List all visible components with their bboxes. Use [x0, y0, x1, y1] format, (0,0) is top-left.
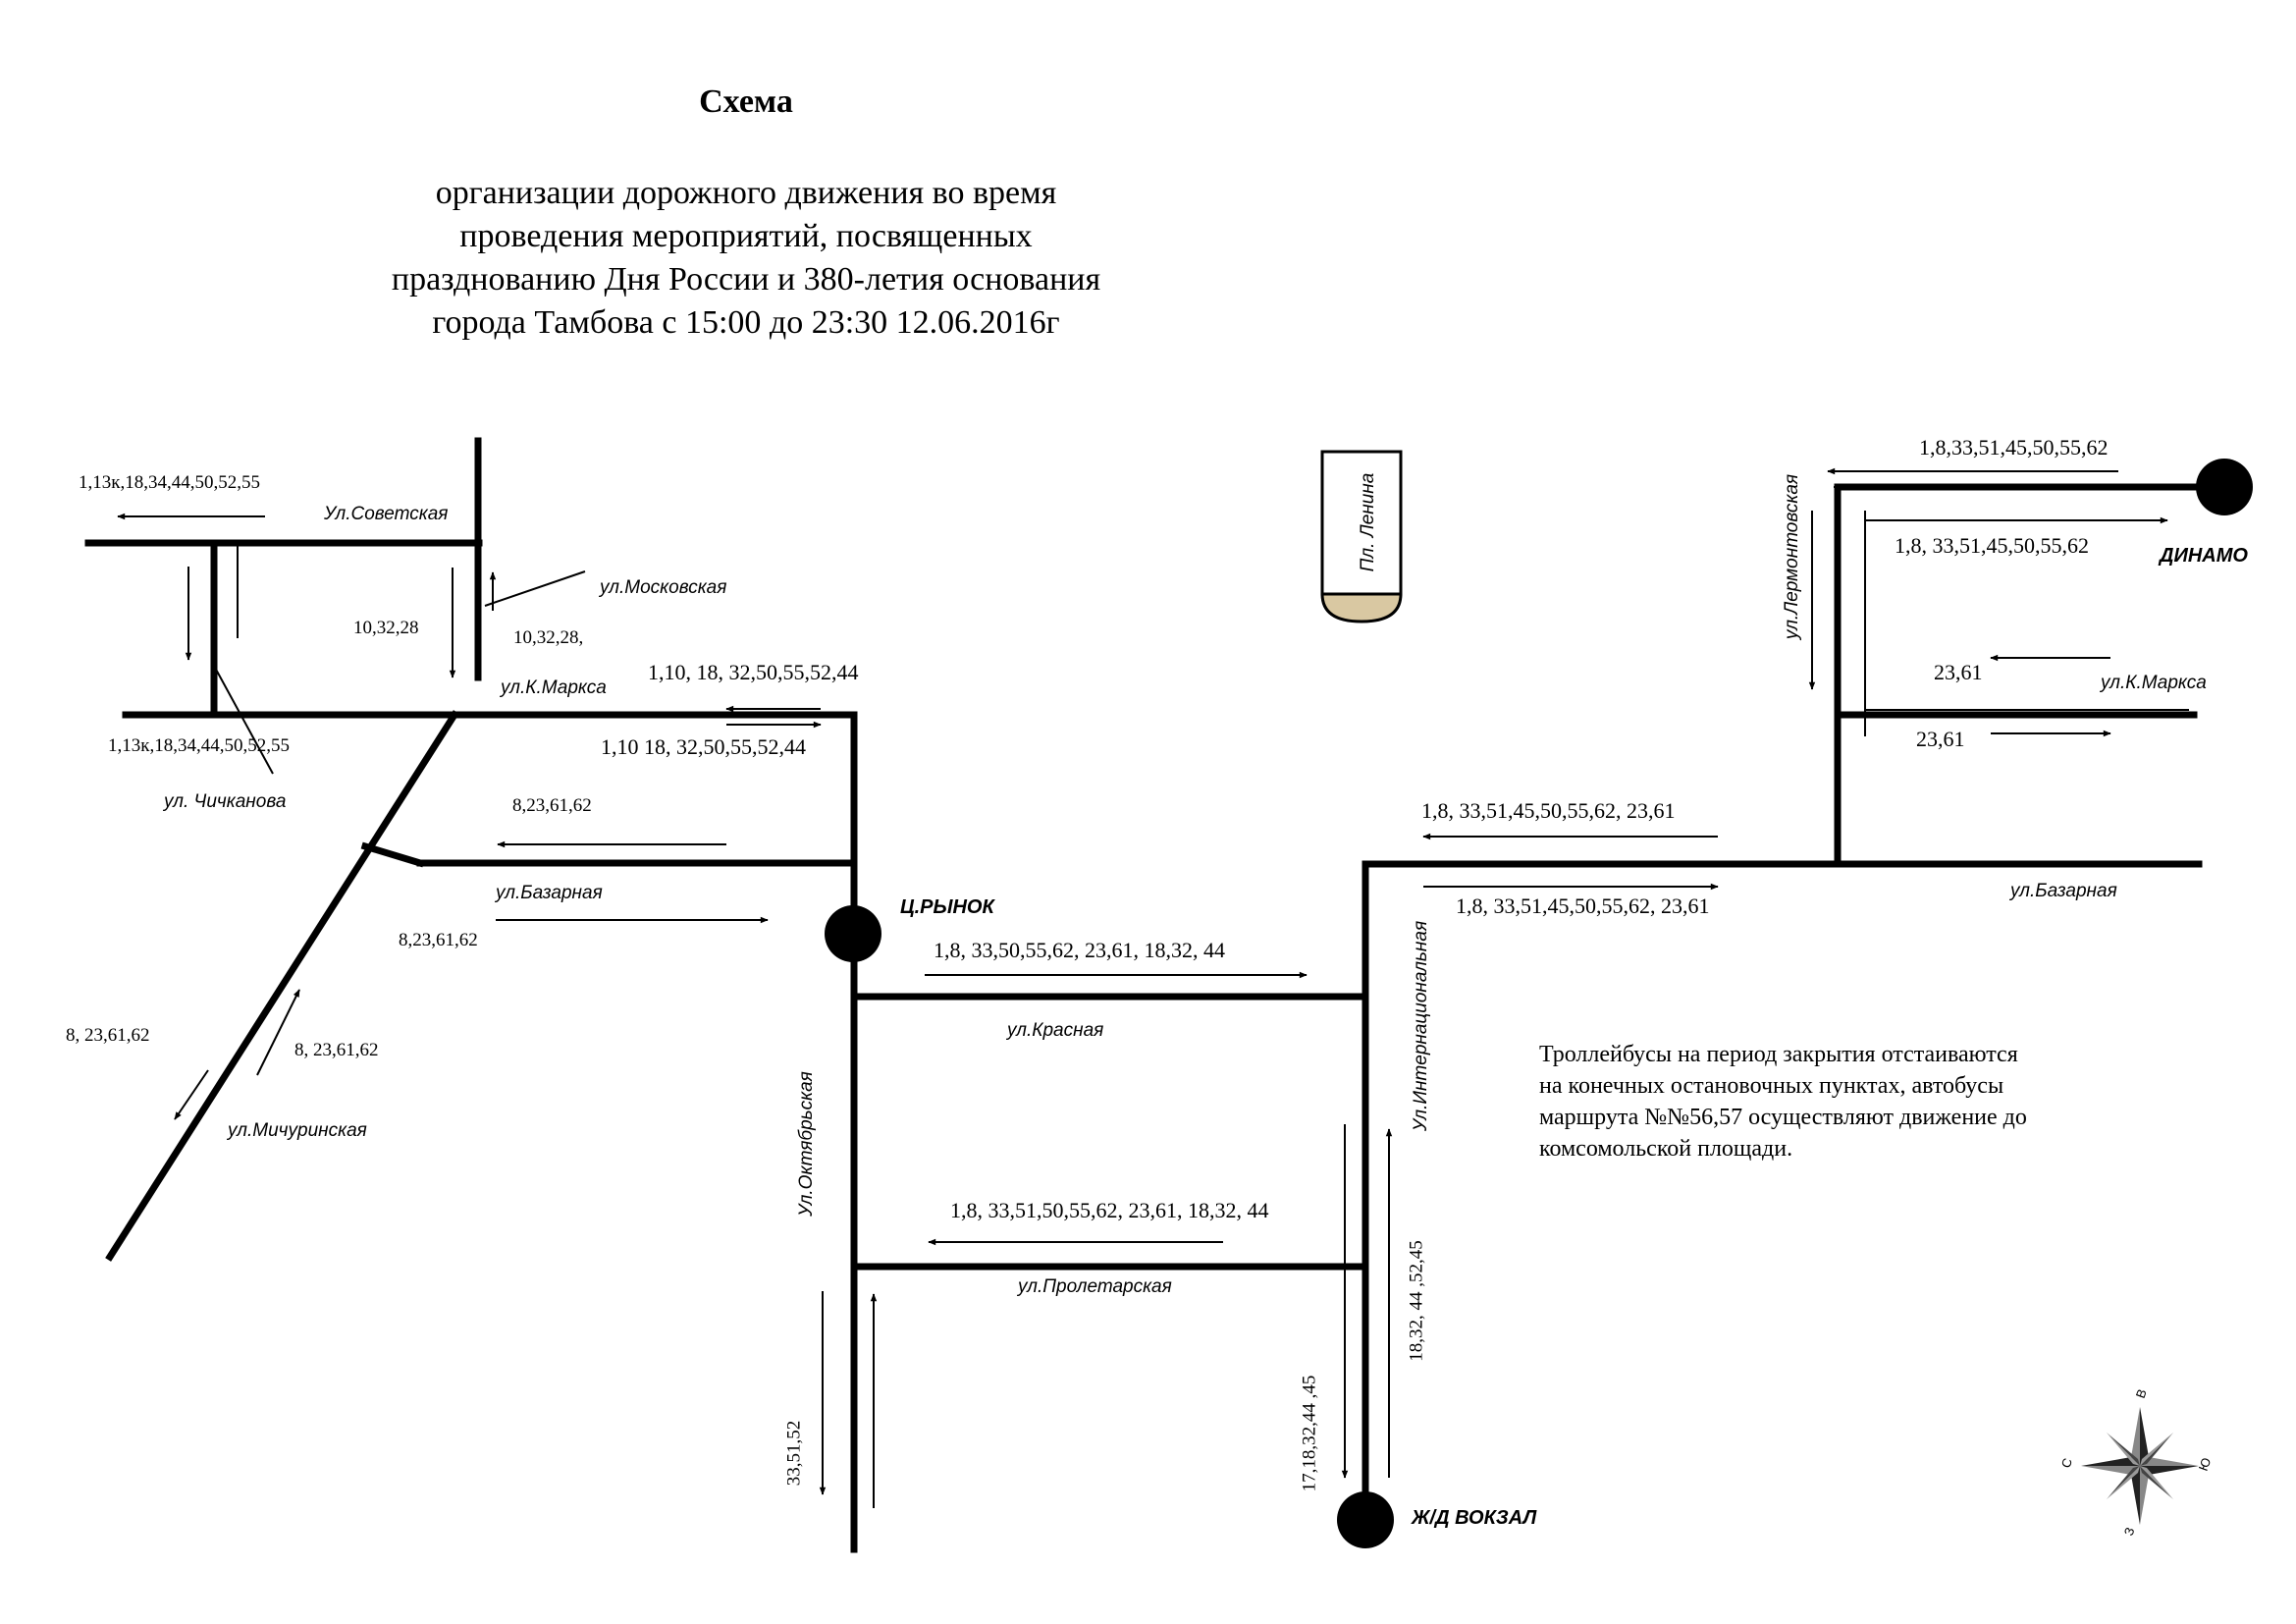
route-label: 1,8, 33,51,45,50,55,62, 23,61: [1456, 893, 1710, 918]
subtitle-line: города Тамбова с 15:00 до 23:30 12.06.20…: [432, 304, 1060, 341]
subtitle-line: проведения мероприятий, посвященных: [459, 218, 1033, 254]
route-label: 8,23,61,62: [399, 930, 478, 950]
direction-arrow: [174, 1069, 209, 1120]
street-internatsionalnaya-label: Ул.Интернациональная: [1411, 921, 1431, 1132]
route-label: 8, 23,61,62: [294, 1040, 379, 1060]
compass-rose: С В Ю З: [2058, 1387, 2215, 1538]
street-k-marksa-right-label: ул.К.Маркса: [2099, 673, 2207, 693]
route-label: 10,32,28,: [513, 627, 583, 648]
route-label: 18,32, 44 ,52,45: [1406, 1240, 1426, 1362]
route-label: 1,8, 33,51,45,50,55,62: [1895, 533, 2089, 558]
route-label: 23,61: [1934, 660, 1983, 684]
street-moskovskaya-label: ул.Московская: [598, 577, 726, 598]
trolleybus-note: Троллейбусы на период закрытия отстаиваю…: [1539, 1042, 2027, 1162]
compass-west-label: З: [2121, 1525, 2138, 1538]
stop-dinamo-marker: [2196, 459, 2253, 515]
route-label: 23,61: [1916, 727, 1965, 751]
page-subtitle: организации дорожного движения во время …: [0, 172, 1492, 345]
pl-lenina-square: Пл. Ленина: [1320, 450, 1403, 623]
stop-vokzal-marker: [1337, 1491, 1394, 1548]
route-label: 1,8, 33,51,45,50,55,62, 23,61: [1421, 798, 1676, 823]
stop-vokzal-label: Ж/Д ВОКЗАЛ: [1411, 1507, 1537, 1529]
page-title: Схема: [699, 83, 793, 120]
street-proletarskaya-label: ул.Пролетарская: [1016, 1276, 1172, 1297]
route-label: 8,23,61,62: [512, 795, 592, 816]
street-lermontovskaya-label: ул.Лермонтовская: [1782, 474, 1802, 641]
route-label: 1,13к,18,34,44,50,52,55: [108, 735, 290, 756]
route-label: 1,8, 33,51,50,55,62, 23,61, 18,32, 44: [950, 1198, 1269, 1222]
route-label: 1,10, 18, 32,50,55,52,44: [648, 660, 859, 684]
leader-line-chichkanova: [213, 665, 274, 775]
street-chichkanova-label: ул. Чичканова: [162, 791, 286, 812]
pl-lenina-label: Пл. Ленина: [1358, 473, 1378, 572]
street-michurinskaya-label: ул.Мичуринская: [226, 1120, 367, 1141]
compass-north-label: С: [2058, 1456, 2075, 1470]
leader-line-moskovskaya: [484, 570, 586, 607]
compass-south-label: Ю: [2196, 1456, 2215, 1473]
road-bazarnaya-left: [360, 841, 425, 868]
street-sovetskaya-label: Ул.Советская: [323, 504, 448, 524]
route-label: 1,8, 33,50,55,62, 23,61, 18,32, 44: [934, 938, 1225, 962]
road-michurinskaya: [105, 710, 459, 1262]
street-k-marksa-label: ул.К.Маркса: [499, 677, 607, 698]
stop-dinamo-label: ДИНАМО: [2158, 545, 2248, 567]
route-label: 8, 23,61,62: [66, 1025, 150, 1046]
route-label: 1,10 18, 32,50,55,52,44: [601, 734, 806, 759]
street-bazarnaya-label: ул.Базарная: [494, 883, 603, 903]
stop-rynok-marker: [825, 905, 881, 962]
route-label: 33,51,52: [783, 1421, 804, 1487]
stop-rynok-label: Ц.РЫНОК: [900, 896, 995, 918]
direction-arrow: [256, 989, 300, 1076]
street-oktyabrskaya-label: Ул.Октябрьская: [796, 1071, 817, 1218]
route-label: 17,18,32,44 ,45: [1299, 1376, 1319, 1492]
subtitle-line: организации дорожного движения во время: [435, 175, 1057, 211]
street-krasnaya-label: ул.Красная: [1005, 1020, 1103, 1041]
route-label: 1,13к,18,34,44,50,52,55: [79, 472, 260, 493]
street-bazarnaya-right-label: ул.Базарная: [2008, 881, 2117, 901]
route-label: 10,32,28: [353, 618, 419, 638]
subtitle-line: празднованию Дня России и 380-летия осно…: [391, 261, 1101, 298]
compass-east-label: В: [2133, 1387, 2150, 1400]
route-label: 1,8,33,51,45,50,55,62: [1919, 435, 2109, 460]
